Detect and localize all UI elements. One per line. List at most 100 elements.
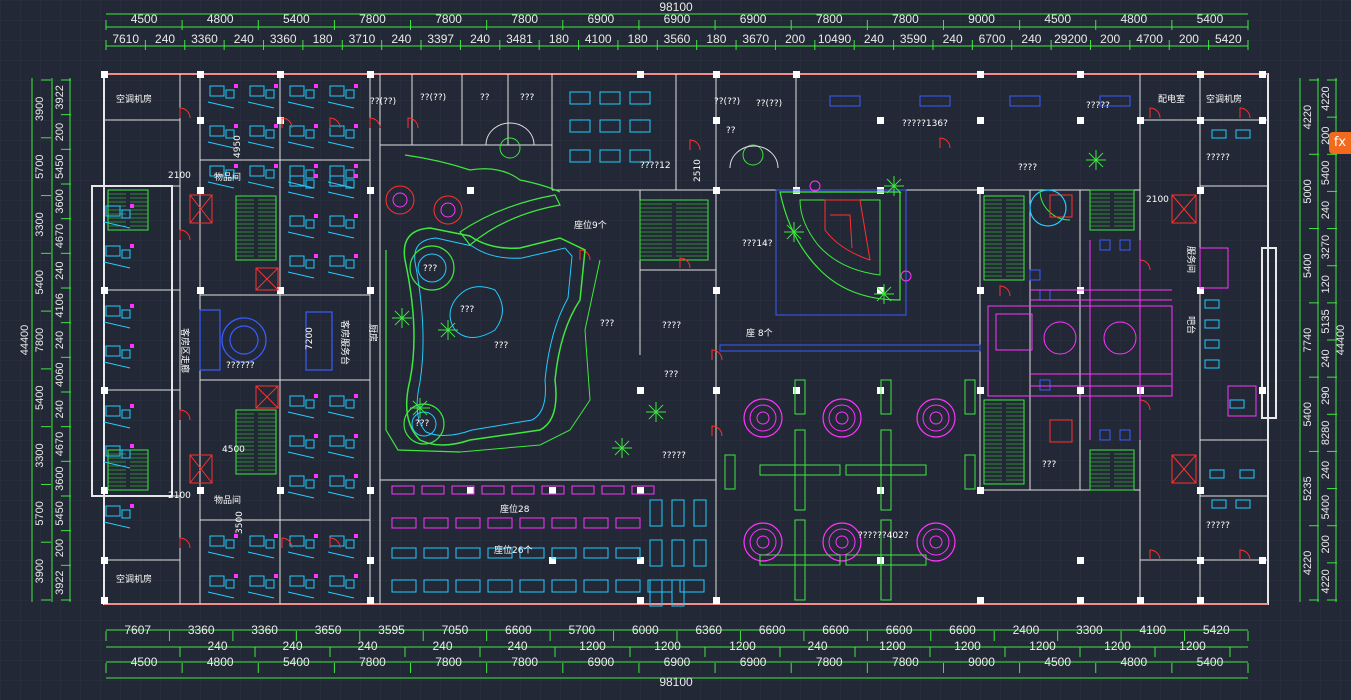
dim-top-row2-19: 240 <box>864 32 884 46</box>
dim-bottom-row1-7: 5700 <box>568 623 595 637</box>
dim-top-row2-24: 29200 <box>1054 32 1088 46</box>
label-q21: ??? <box>415 419 430 429</box>
label-q1: ??(??) <box>370 97 396 107</box>
dim-right-inner-7: 240 <box>1320 349 1332 367</box>
dim-bottom-row1-17: 5420 <box>1203 623 1230 637</box>
dim-right-outer-3: 7740 <box>1302 328 1314 352</box>
dim-left-inner-13: 200 <box>54 539 66 557</box>
dim-top-row1-3: 7800 <box>359 12 386 26</box>
dim-bottom-row1-9: 6360 <box>695 623 722 637</box>
dim-bottom-row3-3: 7800 <box>359 655 386 669</box>
dim-top-row1-12: 4500 <box>1044 12 1071 26</box>
dim-bottom-row1-3: 3650 <box>315 623 342 637</box>
label-dim-3500: 3500 <box>235 511 245 534</box>
dim-top-row2-21: 240 <box>943 32 963 46</box>
dim-bottom-row1-13: 6600 <box>949 623 976 637</box>
dim-left-inner-0: 3922 <box>54 85 66 109</box>
label-dim-4500: 4500 <box>222 445 245 455</box>
dim-bottom-row2-5: 1200 <box>579 639 606 653</box>
dim-left-inner-11: 3600 <box>54 466 66 490</box>
dim-bottom-row2-9: 1200 <box>879 639 906 653</box>
label-q14: ??? <box>423 264 438 274</box>
dim-left-inner-1: 200 <box>54 123 66 141</box>
dim-left-outer-3: 5400 <box>34 270 46 294</box>
dim-left-inner-10: 4670 <box>54 432 66 456</box>
label-seat-28: 座位28 <box>500 503 530 515</box>
dim-bottom-row2-1: 240 <box>282 639 302 653</box>
dim-left-inner-3: 3600 <box>54 189 66 213</box>
label-q18: ???? <box>662 321 681 331</box>
label-q12: ????12 <box>640 161 671 171</box>
dim-bottom-row3-10: 7800 <box>892 655 919 669</box>
dim-top-row2-0: 7610 <box>112 32 139 46</box>
label-seat-9: 座位9个 <box>574 219 607 231</box>
dim-bottom-row2-4: 240 <box>507 639 527 653</box>
dim-bottom-row1-15: 3300 <box>1076 623 1103 637</box>
function-icon[interactable]: fx <box>1334 135 1346 150</box>
dim-bottom-row2-7: 1200 <box>729 639 756 653</box>
dim-top-row2-27: 200 <box>1179 32 1199 46</box>
dim-bottom-row3-9: 7800 <box>816 655 843 669</box>
dim-bottom-row2-10: 1200 <box>954 639 981 653</box>
dim-bottom-row2-2: 240 <box>357 639 377 653</box>
dim-bottom-row1-1: 3360 <box>188 623 215 637</box>
dim-right-outer-6: 4220 <box>1302 551 1314 575</box>
dim-left-outer-7: 5700 <box>34 501 46 525</box>
dim-top-row2-1: 240 <box>155 32 175 46</box>
dim-top-row2-4: 3360 <box>270 32 297 46</box>
dim-right-inner-8: 290 <box>1320 387 1332 405</box>
dim-right-inner-6: 5135 <box>1320 309 1332 333</box>
dim-bottom-row1-12: 6600 <box>886 623 913 637</box>
dim-top-row1-14: 5400 <box>1197 12 1224 26</box>
dim-bottom-row3-12: 4500 <box>1044 655 1071 669</box>
dim-right-inner-13: 4220 <box>1320 569 1332 593</box>
label-seat-26: 座位26个 <box>494 544 532 556</box>
label-bar-counter: 吧台 <box>1185 316 1197 334</box>
dim-left-inner-2: 5450 <box>54 154 66 178</box>
dim-top-row2-25: 200 <box>1100 32 1120 46</box>
dim-bottom-row2-8: 240 <box>807 639 827 653</box>
label-dim-7200: 7200 <box>305 327 315 350</box>
label-guest-area: 客房区走廊 <box>179 328 191 373</box>
dim-top-row2-13: 180 <box>628 32 648 46</box>
dim-left-outer-6: 3300 <box>34 443 46 467</box>
dim-left-inner-14: 3922 <box>54 570 66 594</box>
dim-bottom-row1-6: 6600 <box>505 623 532 637</box>
dim-top-row2-5: 180 <box>313 32 333 46</box>
label-guest-service: 客房服务台 <box>339 320 351 365</box>
dim-bottom-row1-2: 3360 <box>251 623 278 637</box>
dim-left-total: 44400 <box>19 325 31 356</box>
label-q20: ????? <box>662 451 686 461</box>
label-q23: ??? <box>1042 460 1057 470</box>
dim-bottom-row1-10: 6600 <box>759 623 786 637</box>
dim-right-inner-2: 5400 <box>1320 161 1332 185</box>
dim-top-row1-11: 9000 <box>968 12 995 26</box>
label-seat-8: 座 8个 <box>746 327 773 339</box>
dim-top-row1-2: 5400 <box>283 12 310 26</box>
dim-bottom-row2-13: 1200 <box>1179 639 1206 653</box>
dim-right-outer-5: 5235 <box>1302 476 1314 500</box>
toolbar-side-tab[interactable]: fx <box>1329 132 1351 154</box>
dim-bottom-row3-7: 6900 <box>664 655 691 669</box>
label-dim-2100b: 2100 <box>168 491 191 501</box>
dim-bottom-row3-8: 6900 <box>740 655 767 669</box>
dim-top-row2-26: 4700 <box>1136 32 1163 46</box>
label-dim-2100a: 2100 <box>168 171 191 181</box>
dim-right-inner-10: 240 <box>1320 461 1332 479</box>
dim-top-row1-9: 7800 <box>816 12 843 26</box>
dim-right-inner-11: 5400 <box>1320 495 1332 519</box>
label-kitchen: 厨房 <box>367 324 379 342</box>
label-store-bottom: 物品间 <box>214 494 241 506</box>
label-service-r: 服务间 <box>1185 246 1197 273</box>
dim-top-row2-3: 240 <box>234 32 254 46</box>
dim-bottom-row1-5: 7050 <box>442 623 469 637</box>
dim-left-inner-12: 5450 <box>54 501 66 525</box>
dim-top-row2-10: 3481 <box>506 32 533 46</box>
dim-bottom-row1-16: 4100 <box>1139 623 1166 637</box>
label-q25: ??????402? <box>858 531 909 541</box>
dim-left-inner-8: 4060 <box>54 362 66 386</box>
dim-top-row2-14: 3560 <box>664 32 691 46</box>
dim-top-row2-9: 240 <box>470 32 490 46</box>
